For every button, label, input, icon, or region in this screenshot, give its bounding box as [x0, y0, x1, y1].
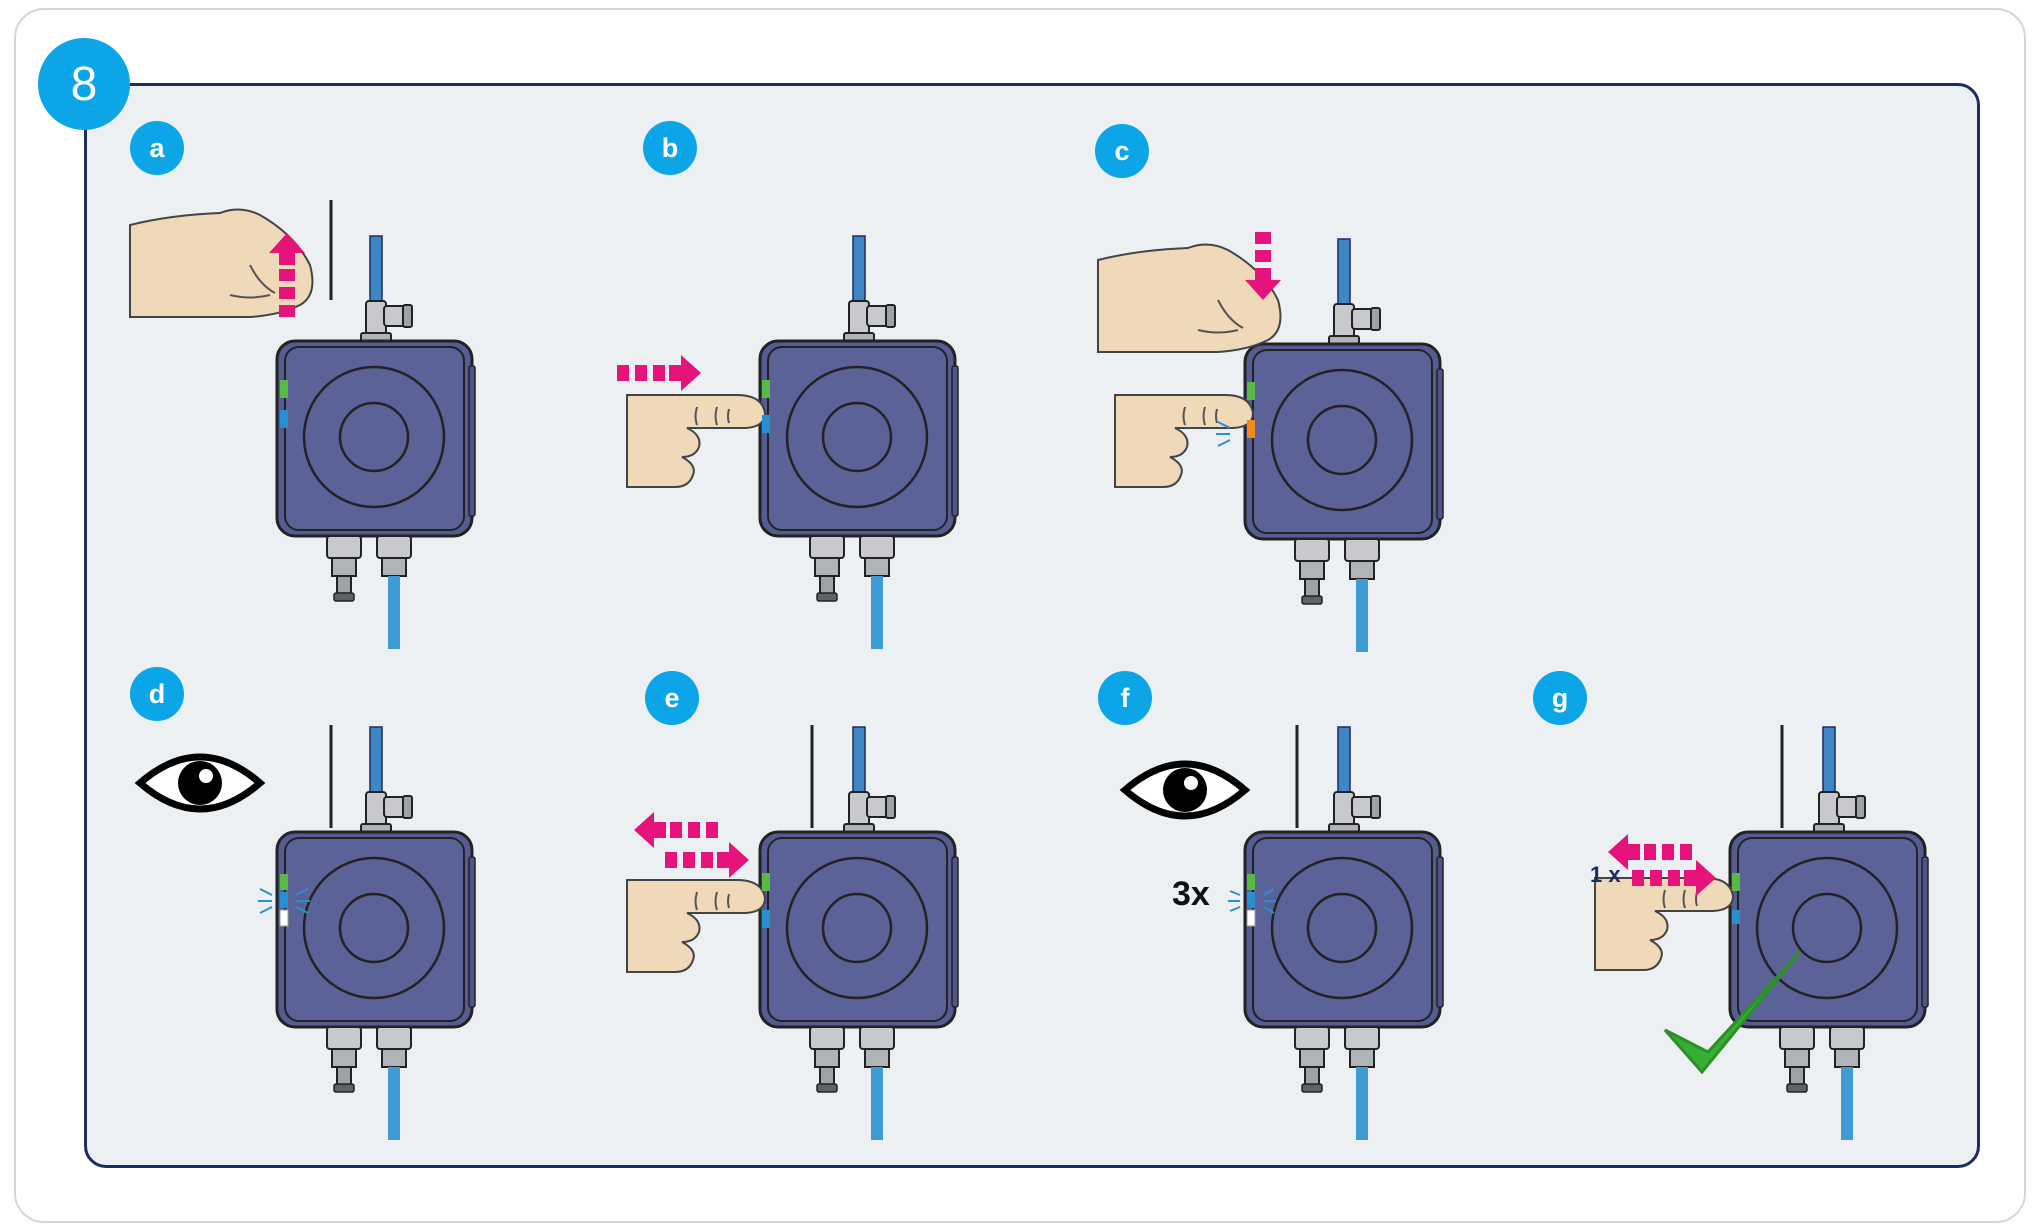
lift-arrow-icon: [269, 233, 305, 317]
step-number-badge: 8: [38, 38, 130, 130]
eye-icon: [1125, 764, 1245, 816]
panel-d-illustration: [140, 725, 477, 1142]
pointing-hand-icon: [626, 394, 766, 488]
panel-b-badge: b: [643, 121, 697, 175]
panel-a-illustration: [129, 200, 477, 651]
panel-c-badge: c: [1095, 124, 1149, 178]
panel-e-badge: e: [645, 671, 699, 725]
push-arrow-icon: [617, 355, 701, 391]
panel-d-badge: d: [130, 667, 184, 721]
panel-e-illustration: [626, 725, 960, 1142]
panel-g-badge: g: [1533, 671, 1587, 725]
panel-f-illustration: [1125, 725, 1445, 1142]
eye-icon: [140, 757, 260, 809]
blink-count-label: 3x: [1172, 875, 1210, 913]
panel-f-badge: f: [1098, 671, 1152, 725]
panel-b-illustration: [617, 234, 960, 651]
press-down-arrow-icon: [1245, 232, 1281, 300]
panel-a-badge: a: [130, 121, 184, 175]
back-arrow-icon: [634, 812, 718, 848]
panel-g-illustration: [1594, 725, 1930, 1142]
panel-c-illustration: [1097, 232, 1445, 654]
press-count-label: 1 x: [1590, 862, 1621, 887]
check-icon: [1663, 950, 1802, 1075]
